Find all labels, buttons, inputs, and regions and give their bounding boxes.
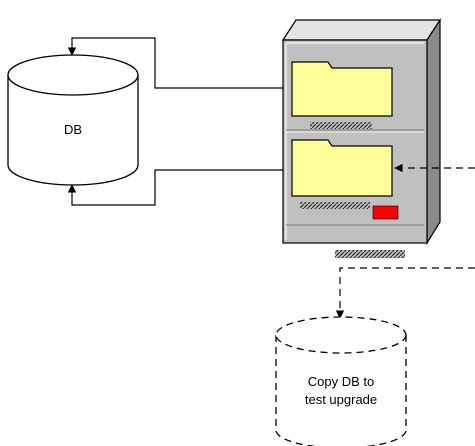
- folder-icon-top: [291, 61, 393, 117]
- status-indicator: [372, 205, 399, 220]
- dashed-connectors: [335, 163, 475, 319]
- folder-icon-bottom: [291, 139, 393, 197]
- db-server-connectors: [67, 37, 293, 206]
- db-cylinder: DB: [7, 54, 139, 186]
- connector-db-to-bottom-folder: [67, 165, 293, 206]
- vent-grille-top: [310, 122, 372, 129]
- copy-db-label-line2: test upgrade: [305, 392, 377, 407]
- db-cylinder-top: [7, 54, 139, 96]
- copy-db-cylinder: Copy DB to test upgrade: [275, 316, 407, 446]
- server-cabinet: [281, 17, 442, 246]
- copy-db-label-line1: Copy DB to: [308, 374, 374, 389]
- server-base-grille: [335, 250, 405, 258]
- copy-db-cylinder-body: [275, 335, 407, 446]
- db-label: DB: [64, 122, 82, 137]
- copy-db-cylinder-top: [275, 316, 407, 354]
- server-top-face: [281, 19, 442, 41]
- server-side-face: [426, 17, 441, 246]
- vent-grille-bottom: [300, 202, 370, 209]
- dashed-connector-to-copy-db: [335, 267, 475, 319]
- connector-db-to-top-folder: [67, 37, 293, 93]
